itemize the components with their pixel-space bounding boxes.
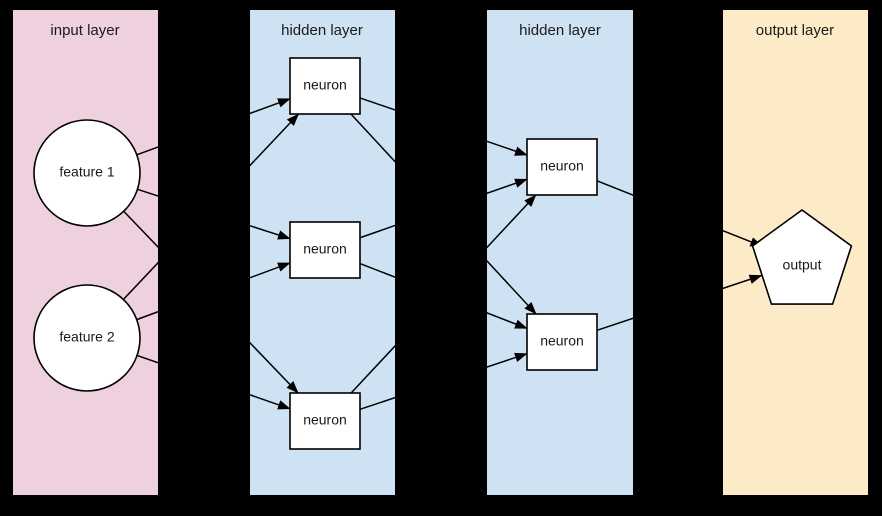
node-input-1[interactable]: feature 2 — [33, 284, 141, 392]
neuron-box[interactable] — [289, 221, 361, 279]
neuron-box[interactable] — [526, 138, 598, 196]
node-hidden2-0[interactable]: neuron — [526, 138, 598, 196]
neuron-box[interactable] — [289, 57, 361, 115]
layer-panel-hidden2 — [487, 10, 633, 495]
feature-circle[interactable] — [33, 119, 141, 227]
connection-edge — [122, 113, 300, 300]
connection-edges — [122, 97, 764, 411]
layer-title-input: input layer — [50, 22, 119, 39]
node-label: neuron — [303, 77, 347, 93]
node-hidden2-1[interactable]: neuron — [526, 313, 598, 371]
connection-edge — [596, 180, 764, 248]
layer-title-hidden2: hidden layer — [519, 22, 601, 39]
node-hidden1-1[interactable]: neuron — [289, 221, 361, 279]
connection-edge — [136, 262, 291, 321]
connection-edge — [596, 274, 763, 332]
layer-title-output: output layer — [756, 22, 834, 39]
connection-edge — [136, 354, 291, 410]
connection-edge — [359, 178, 528, 239]
connection-edge — [350, 194, 537, 394]
output-pentagon[interactable] — [751, 209, 853, 305]
connection-edge — [359, 352, 528, 411]
node-output-0[interactable]: output — [751, 209, 853, 305]
node-label: feature 1 — [59, 164, 114, 180]
connection-edge — [350, 113, 537, 315]
layer-panels — [13, 10, 868, 495]
node-label: neuron — [540, 158, 584, 174]
node-hidden1-0[interactable]: neuron — [289, 57, 361, 115]
connection-edge — [359, 262, 528, 330]
neuron-box[interactable] — [289, 392, 361, 450]
node-label: feature 2 — [59, 329, 114, 345]
node-input-0[interactable]: feature 1 — [33, 119, 141, 227]
layer-panel-input — [13, 10, 158, 495]
connection-edge — [123, 210, 299, 394]
layer-nodes: feature 1 feature 2 neuron neuron neuron neur… — [33, 57, 853, 450]
node-label: neuron — [540, 333, 584, 349]
node-label: output — [783, 257, 822, 273]
connection-edge — [137, 188, 291, 240]
neuron-box[interactable] — [526, 313, 598, 371]
layer-title-hidden1: hidden layer — [281, 22, 363, 39]
connection-edge — [359, 97, 528, 156]
node-hidden1-2[interactable]: neuron — [289, 392, 361, 450]
feature-circle[interactable] — [33, 284, 141, 392]
connection-edge — [136, 98, 291, 156]
node-label: neuron — [303, 412, 347, 428]
node-label: neuron — [303, 241, 347, 257]
layer-titles: input layer hidden layer hidden layer outpu… — [50, 22, 834, 39]
